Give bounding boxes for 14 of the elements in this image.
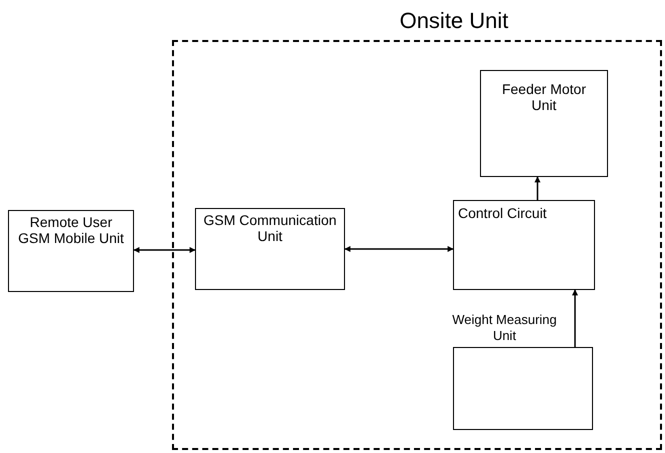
arrow	[572, 289, 578, 347]
box-label: Control Circuit	[457, 204, 548, 223]
arrow	[133, 247, 196, 253]
box-label: Remote User GSM Mobile Unit	[17, 213, 125, 248]
box-label: Feeder Motor Unit	[500, 80, 588, 115]
box-label: GSM Communication Unit	[202, 211, 338, 246]
block-box	[480, 70, 608, 177]
arrow	[534, 176, 540, 200]
arrow	[344, 246, 454, 252]
block-box	[8, 210, 134, 292]
block-box	[195, 208, 345, 290]
heading-label: Weight Measuring Unit	[451, 312, 558, 344]
block-box	[453, 200, 595, 290]
heading-label: Onsite Unit	[398, 8, 510, 33]
